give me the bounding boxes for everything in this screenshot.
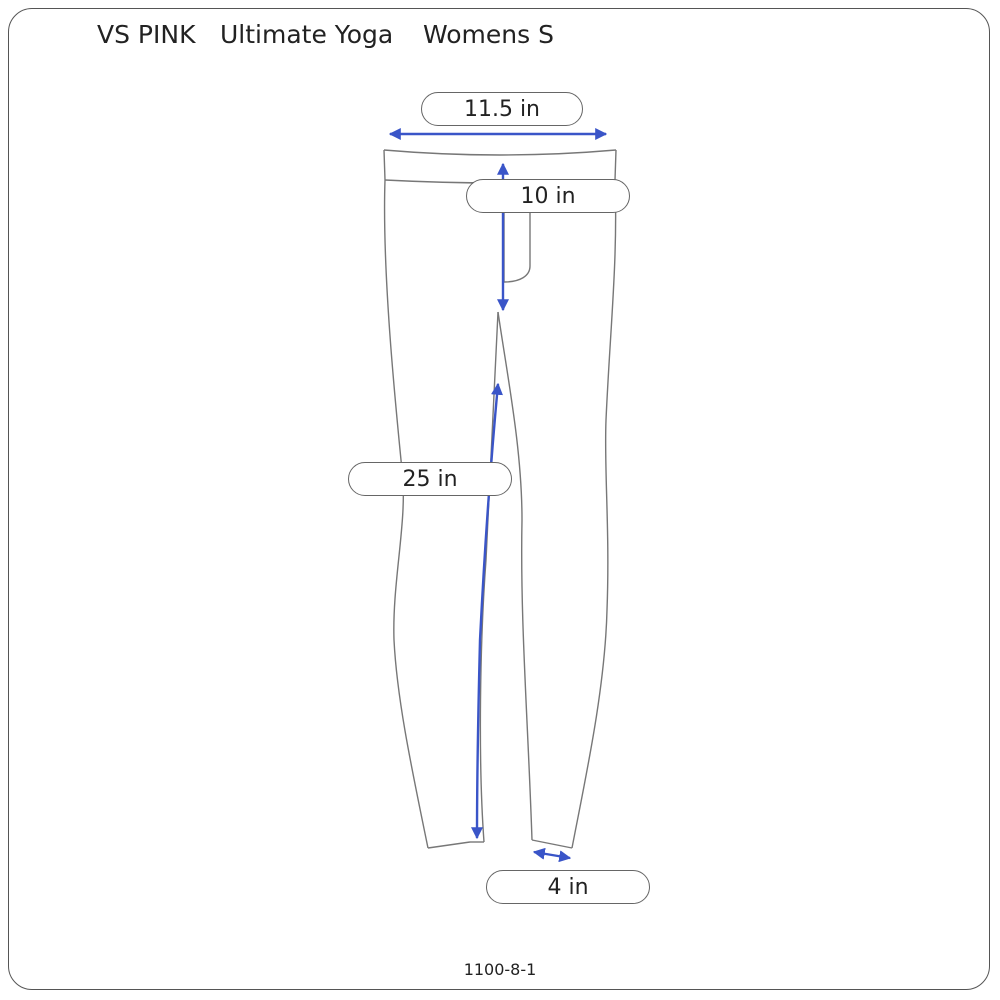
brand-label: VS PINK: [97, 20, 196, 49]
right-hem: [531, 839, 573, 849]
left-leg-outer: [383, 179, 429, 849]
leggings-outline: [383, 149, 617, 849]
left-hem: [427, 841, 471, 849]
inseam-arrow: [471, 382, 503, 840]
inseam-measure-badge: 25 in: [348, 462, 512, 496]
product-label: Ultimate Yoga: [220, 20, 394, 49]
rise-measure-badge: 10 in: [466, 179, 630, 213]
size-label: Womens S: [423, 20, 554, 49]
waistband-top: [383, 149, 617, 156]
item-code: 1100-8-1: [463, 960, 537, 979]
measure-arrows: [388, 128, 608, 863]
leg-opening-measure-badge: 4 in: [486, 870, 650, 904]
leg-opening-arrow: [532, 847, 572, 863]
waist-measure-badge: 11.5 in: [421, 92, 583, 126]
right-leg-inner: [497, 311, 533, 841]
right-leg-outer: [571, 179, 617, 849]
page-frame: [8, 8, 990, 990]
